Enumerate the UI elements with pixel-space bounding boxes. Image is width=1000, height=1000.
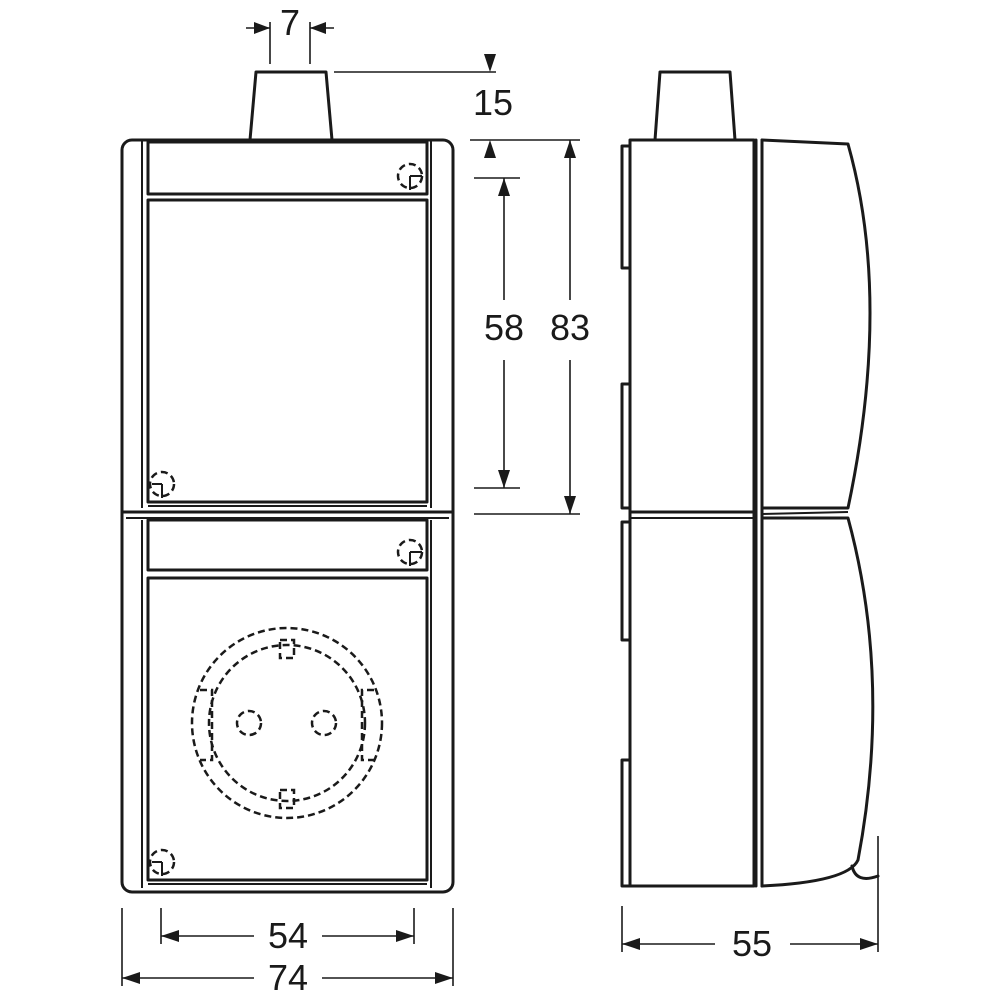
- upper-hinge-marker-top: [396, 162, 424, 190]
- label-knob-height: 15: [473, 82, 513, 123]
- side-view: [620, 70, 880, 888]
- dimension-inner-width: 54: [160, 908, 415, 956]
- front-view: [120, 70, 455, 894]
- lower-hinge-marker-top: [396, 538, 424, 566]
- side-upper-cover: [760, 138, 872, 510]
- side-mount-tab-2: [620, 382, 632, 510]
- label-total-height: 83: [550, 307, 590, 348]
- side-lower-cover-lip: [850, 864, 880, 880]
- side-lower-cover: [760, 516, 875, 888]
- front-knob: [248, 70, 334, 142]
- label-knob-width: 7: [280, 2, 300, 43]
- upper-hinge-marker-bottom: [148, 470, 176, 498]
- lower-hinge-marker-bottom: [148, 848, 176, 876]
- socket-pin-hole-left: [235, 709, 263, 737]
- side-upper-cover-base: [761, 511, 849, 515]
- side-mount-tab-4: [620, 758, 632, 888]
- dimension-inner-height: 58: [474, 177, 524, 489]
- dimension-depth: 55: [621, 836, 879, 964]
- label-total-width: 74: [268, 957, 308, 998]
- label-inner-width: 54: [268, 915, 308, 956]
- dimension-total-width: 74: [121, 908, 454, 998]
- dimension-total-height: 83: [474, 140, 590, 515]
- label-inner-height: 58: [484, 307, 524, 348]
- lower-cover: [146, 576, 429, 882]
- upper-label-strip: [146, 140, 429, 196]
- socket-pin-hole-right: [310, 709, 338, 737]
- front-housing-outline: [120, 138, 455, 894]
- side-mount-tab-1: [620, 144, 632, 270]
- label-depth: 55: [732, 923, 772, 964]
- lower-label-strip: [146, 518, 429, 572]
- upper-cover: [146, 198, 429, 504]
- side-mount-tab-3: [620, 520, 632, 642]
- dimension-knob-height: 15: [334, 54, 580, 158]
- dimension-knob-width: 7: [246, 2, 334, 64]
- socket-outline-hidden: [190, 626, 384, 820]
- side-knob: [653, 70, 737, 142]
